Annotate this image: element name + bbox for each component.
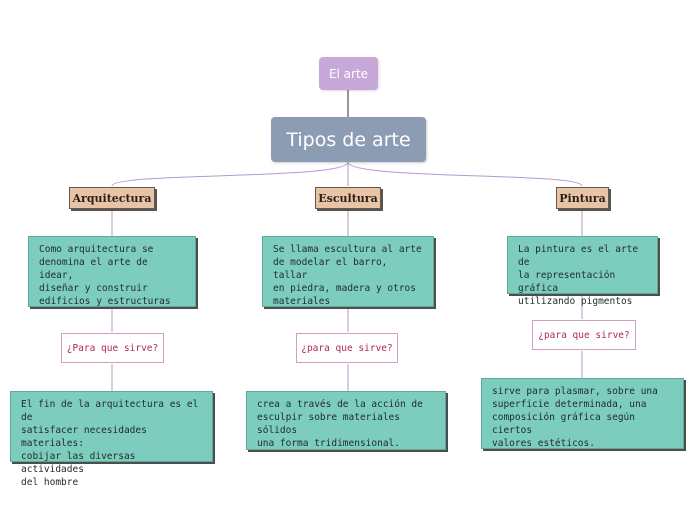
answer-arquitectura[interactable]: El fin de la arquitectura es el de satis… [10, 391, 213, 488]
answer-escultura[interactable]: crea a través de la acción de esculpir s… [246, 391, 446, 450]
root-node[interactable]: El arte [319, 57, 378, 90]
description-arquitectura[interactable]: Como arquitectura se denomina el arte de… [28, 236, 196, 307]
description-escultura[interactable]: Se llama escultura al arte de modelar el… [262, 236, 434, 307]
question-pintura[interactable]: ¿para que sirve? [532, 320, 636, 350]
answer-pintura[interactable]: sirve para plasmar, sobre una superficie… [481, 378, 684, 449]
category-pintura[interactable]: Pintura [556, 187, 609, 209]
category-arquitectura[interactable]: Arquitectura [69, 187, 155, 209]
description-pintura[interactable]: La pintura es el arte de la representaci… [507, 236, 658, 307]
category-escultura[interactable]: Escultura [315, 187, 381, 209]
question-escultura[interactable]: ¿para que sirve? [296, 333, 398, 363]
main-topic-node[interactable]: Tipos de arte [271, 117, 426, 162]
question-arquitectura[interactable]: ¿Para que sirve? [61, 333, 164, 363]
